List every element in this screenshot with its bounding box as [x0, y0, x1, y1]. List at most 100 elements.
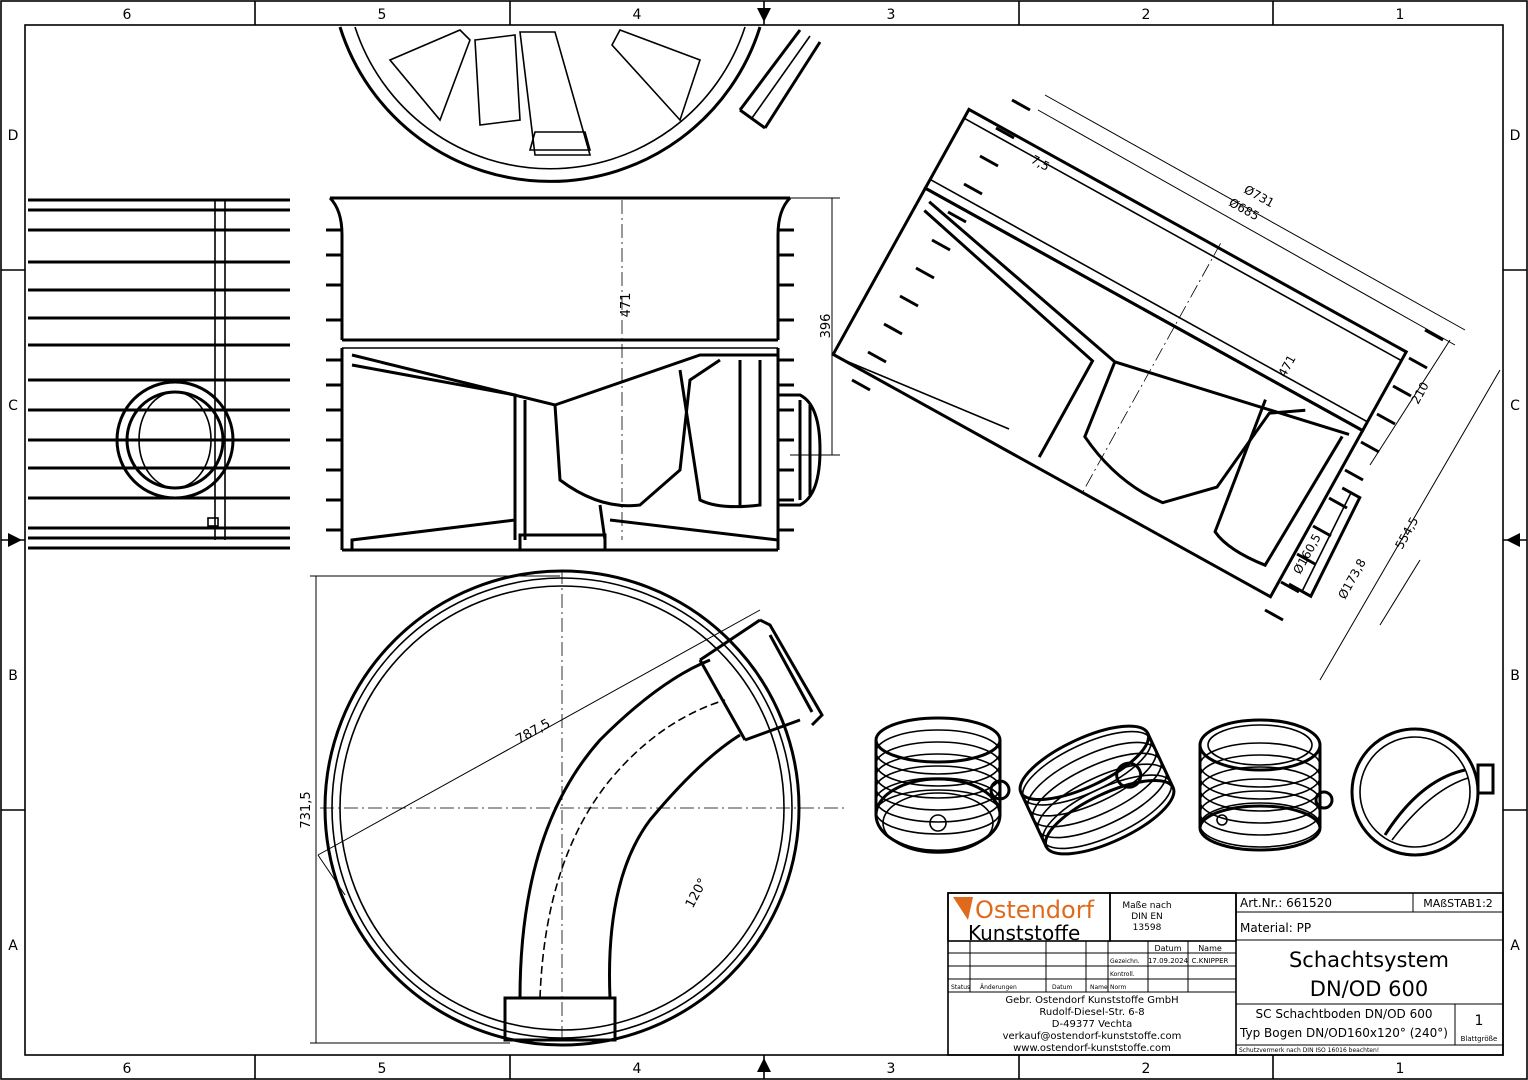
side-view-ribbed	[28, 198, 290, 550]
rib-stub	[1360, 440, 1380, 454]
col-label-bottom: 5	[378, 1061, 387, 1077]
company-street: Rudolf-Diesel-Str. 6-8	[1039, 1007, 1144, 1018]
dim-120: 120°	[683, 876, 711, 911]
rib-stub	[851, 378, 871, 392]
sheet-size-label: Blattgröße	[1461, 1035, 1498, 1043]
rib-stub	[1392, 384, 1412, 398]
col-datum-label: Datum	[1154, 944, 1181, 953]
center-mark-right-icon	[1506, 533, 1520, 547]
iso-ring	[875, 753, 1001, 799]
iso-ring	[1199, 778, 1321, 824]
dim-471-rot: 471	[1275, 353, 1298, 380]
drawing-subtitle-2: Typ Bogen DN/OD160x120° (240°)	[1239, 1026, 1448, 1040]
row-kontroll-label: Kontroll.	[1110, 971, 1135, 978]
material: Material: PP	[1240, 921, 1311, 935]
col-label-top: 6	[123, 7, 132, 23]
rib-stub	[1296, 552, 1316, 566]
col-label-bottom: 1	[1396, 1061, 1405, 1077]
col-label-bottom: 3	[887, 1061, 896, 1077]
rib-stub	[1011, 98, 1031, 112]
rib-stub	[963, 182, 983, 196]
row-gezeichn-label: Gezeichn.	[1110, 958, 1140, 965]
iso-ring	[875, 741, 1001, 787]
company-city: D-49377 Vechta	[1052, 1019, 1132, 1030]
rib-stub	[1424, 328, 1444, 342]
col-label-bottom: 4	[633, 1061, 642, 1077]
iso-ring	[1042, 774, 1173, 850]
rib-stub	[1280, 580, 1300, 594]
col-label-top: 3	[887, 7, 896, 23]
col-name-label: Name	[1198, 944, 1222, 953]
company-name: Gebr. Ostendorf Kunststoffe GmbH	[1005, 995, 1178, 1006]
rib-stub	[1328, 496, 1348, 510]
iso-ring	[1199, 754, 1321, 800]
rib-stub	[995, 126, 1015, 140]
iso-ring	[1026, 741, 1157, 817]
iso-ring	[1199, 742, 1321, 788]
iso-preview-4	[1350, 727, 1495, 857]
iso-ring	[1037, 763, 1168, 839]
copyright-note: Schutzvermerk nach DIN ISO 16016 beachte…	[1239, 1047, 1379, 1054]
dim-471: 471	[619, 293, 634, 318]
iso-preview-1	[874, 716, 1011, 854]
col-label-top: 5	[378, 7, 387, 23]
rib-stub	[1264, 608, 1284, 622]
rib-stub	[931, 238, 951, 252]
drawing-title-2: DN/OD 600	[1310, 977, 1428, 1001]
row-label-left: B	[8, 668, 18, 684]
rib-stub	[1312, 524, 1332, 538]
scale: MAßSTAB1:2	[1423, 897, 1493, 910]
rotated-view-dimension-lines	[1037, 94, 1501, 681]
changes-label: Änderungen	[980, 984, 1017, 991]
iso-ring	[1199, 790, 1321, 836]
row-norm-label: Norm	[1110, 984, 1127, 991]
norm-label-1: Maße nach	[1122, 901, 1171, 911]
row-label-right: C	[1510, 398, 1520, 414]
dim-7875: 787,5	[513, 716, 553, 747]
rib-stub	[867, 350, 887, 364]
title-block: Ostendorf Kunststoffe Maße nach DIN EN 1…	[947, 892, 1504, 1056]
iso-ring	[875, 765, 1001, 811]
drawn-date: 17.09.2024	[1148, 957, 1189, 965]
row-label-left: C	[8, 398, 18, 414]
iso-ring	[875, 789, 1001, 835]
iso-ring	[875, 729, 1001, 775]
iso-ring	[1199, 802, 1321, 848]
norm-label-2: DIN EN	[1131, 912, 1163, 922]
rotated-ribs	[851, 98, 1444, 622]
iso-ring	[1031, 752, 1163, 828]
top-view-partial	[338, 26, 822, 183]
dim-d1738: Ø173,8	[1335, 556, 1368, 601]
rib-stub	[1408, 356, 1428, 370]
dim-7315: 731,5	[299, 791, 314, 828]
company-email: verkauf@ostendorf-kunststoffe.com	[1003, 1031, 1182, 1042]
col-label-top: 4	[633, 7, 642, 23]
row-label-right: A	[1510, 938, 1520, 954]
iso-preview-2	[1018, 724, 1176, 856]
iso-ring	[1199, 766, 1321, 812]
row-label-left: D	[8, 128, 19, 144]
row-label-left: A	[8, 938, 18, 954]
row-label-right: B	[1510, 668, 1520, 684]
status-label: Status	[951, 984, 970, 991]
rib-stub	[1344, 468, 1364, 482]
rib-stub	[947, 210, 967, 224]
center-mark-left-icon	[8, 533, 22, 547]
logo-ostendorf: Ostendorf	[975, 896, 1095, 924]
section-view: 471 396	[326, 196, 840, 552]
dim-5545: 554,5	[1392, 515, 1421, 552]
col-label-top: 1	[1396, 7, 1405, 23]
iso-preview-3	[1198, 718, 1334, 852]
drawn-by: C.KNIPPER	[1192, 957, 1229, 965]
article-number: Art.Nr.: 661520	[1240, 896, 1332, 910]
norm-label-3: 13598	[1133, 923, 1162, 933]
rib-stub	[915, 266, 935, 280]
bottom-plan-view: 731,5 787,5 120°	[299, 569, 845, 1050]
drawing-title-1: Schachtsystem	[1289, 948, 1449, 972]
rib-stub	[1376, 412, 1396, 426]
row-label-right: D	[1510, 128, 1521, 144]
name2-label: Name	[1090, 984, 1108, 991]
rib-stub	[899, 294, 919, 308]
